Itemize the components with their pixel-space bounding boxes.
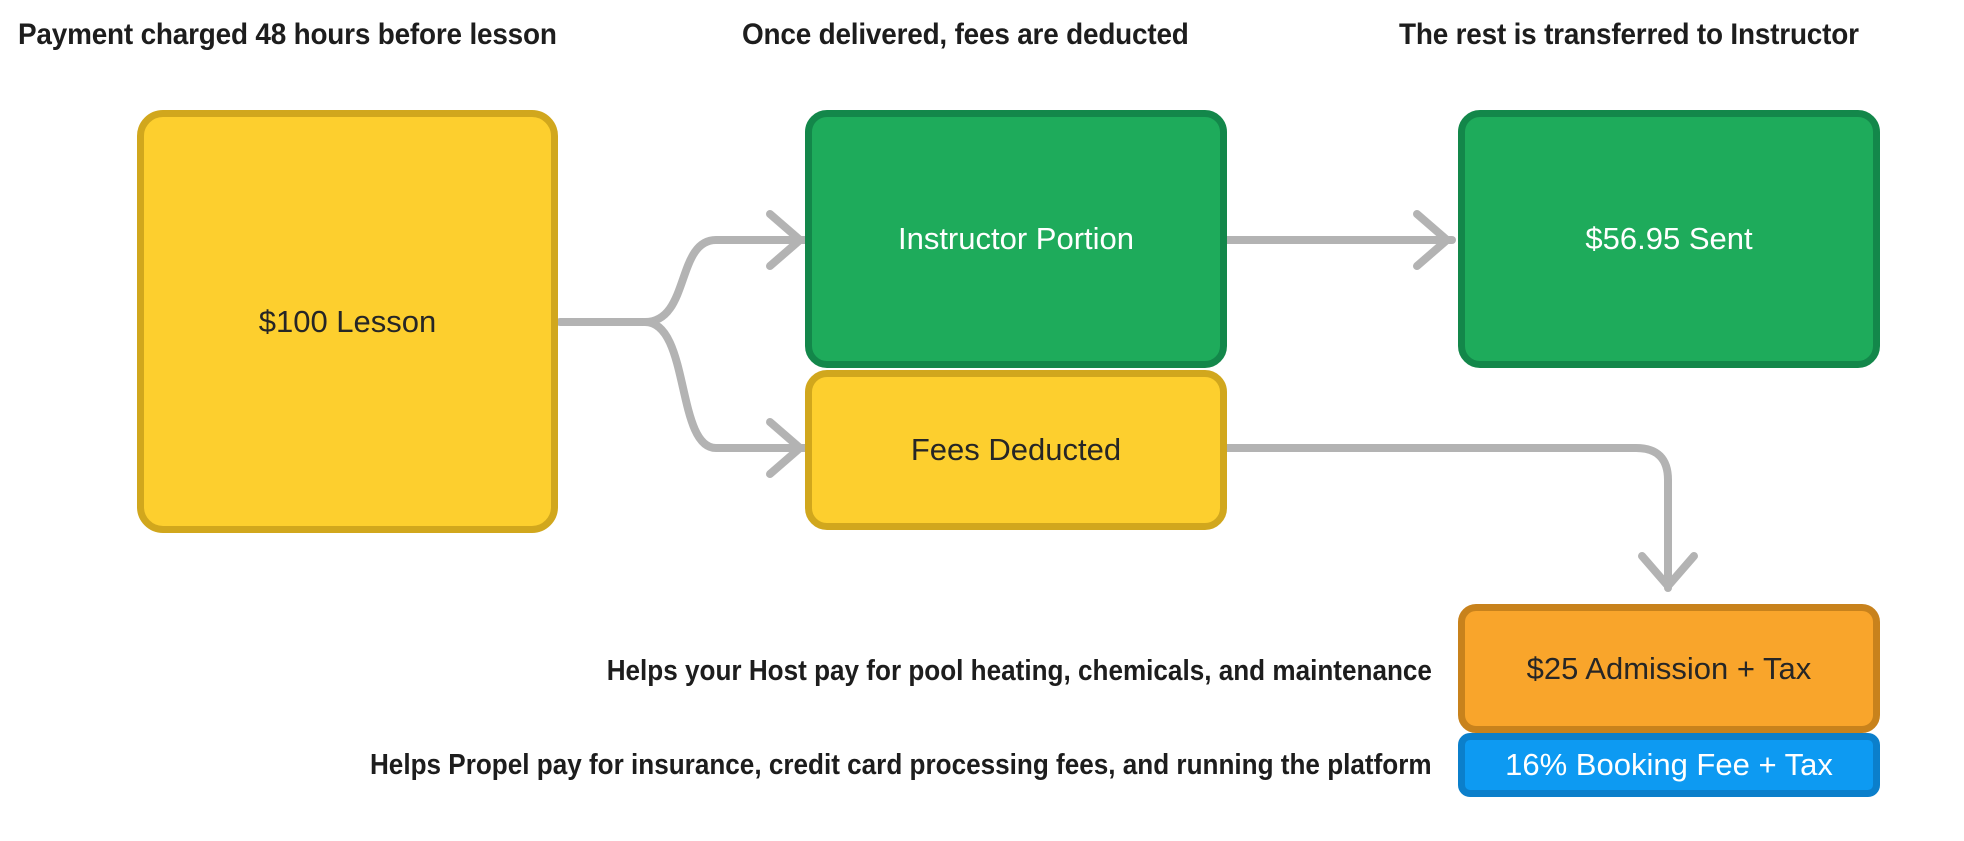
node-admission[interactable]: $25 Admission + Tax xyxy=(1458,604,1880,733)
column-header-fees-deducted: Once delivered, fees are deducted xyxy=(742,18,1189,51)
footnote-host: Helps your Host pay for pool heating, ch… xyxy=(606,655,1432,687)
footnote-propel: Helps Propel pay for insurance, credit c… xyxy=(370,749,1432,781)
node-sent[interactable]: $56.95 Sent xyxy=(1458,110,1880,368)
arrowhead-to-fees xyxy=(766,418,804,478)
column-header-transferred: The rest is transferred to Instructor xyxy=(1399,18,1859,51)
node-sent-label: $56.95 Sent xyxy=(1585,221,1753,257)
node-booking-fee-label: 16% Booking Fee + Tax xyxy=(1505,747,1833,783)
node-booking-fee[interactable]: 16% Booking Fee + Tax xyxy=(1458,733,1880,797)
node-fees-deducted-label: Fees Deducted xyxy=(910,432,1122,468)
arrowhead-to-sent xyxy=(1413,210,1451,270)
node-lesson[interactable]: $100 Lesson xyxy=(137,110,558,533)
node-lesson-label: $100 Lesson xyxy=(258,303,437,339)
arrowhead-to-admission xyxy=(1638,552,1698,590)
connector-fees-to-admission xyxy=(1223,444,1672,592)
node-admission-label: $25 Admission + Tax xyxy=(1526,650,1812,686)
node-instructor-portion-label: Instructor Portion xyxy=(897,221,1135,257)
connector-lesson-to-fees xyxy=(641,318,809,452)
node-instructor-portion[interactable]: Instructor Portion xyxy=(805,110,1227,368)
arrowhead-to-instructor xyxy=(766,210,804,270)
connector-lesson-to-instructor xyxy=(641,236,809,326)
column-header-payment-charged: Payment charged 48 hours before lesson xyxy=(18,18,557,51)
node-fees-deducted[interactable]: Fees Deducted xyxy=(805,370,1227,530)
